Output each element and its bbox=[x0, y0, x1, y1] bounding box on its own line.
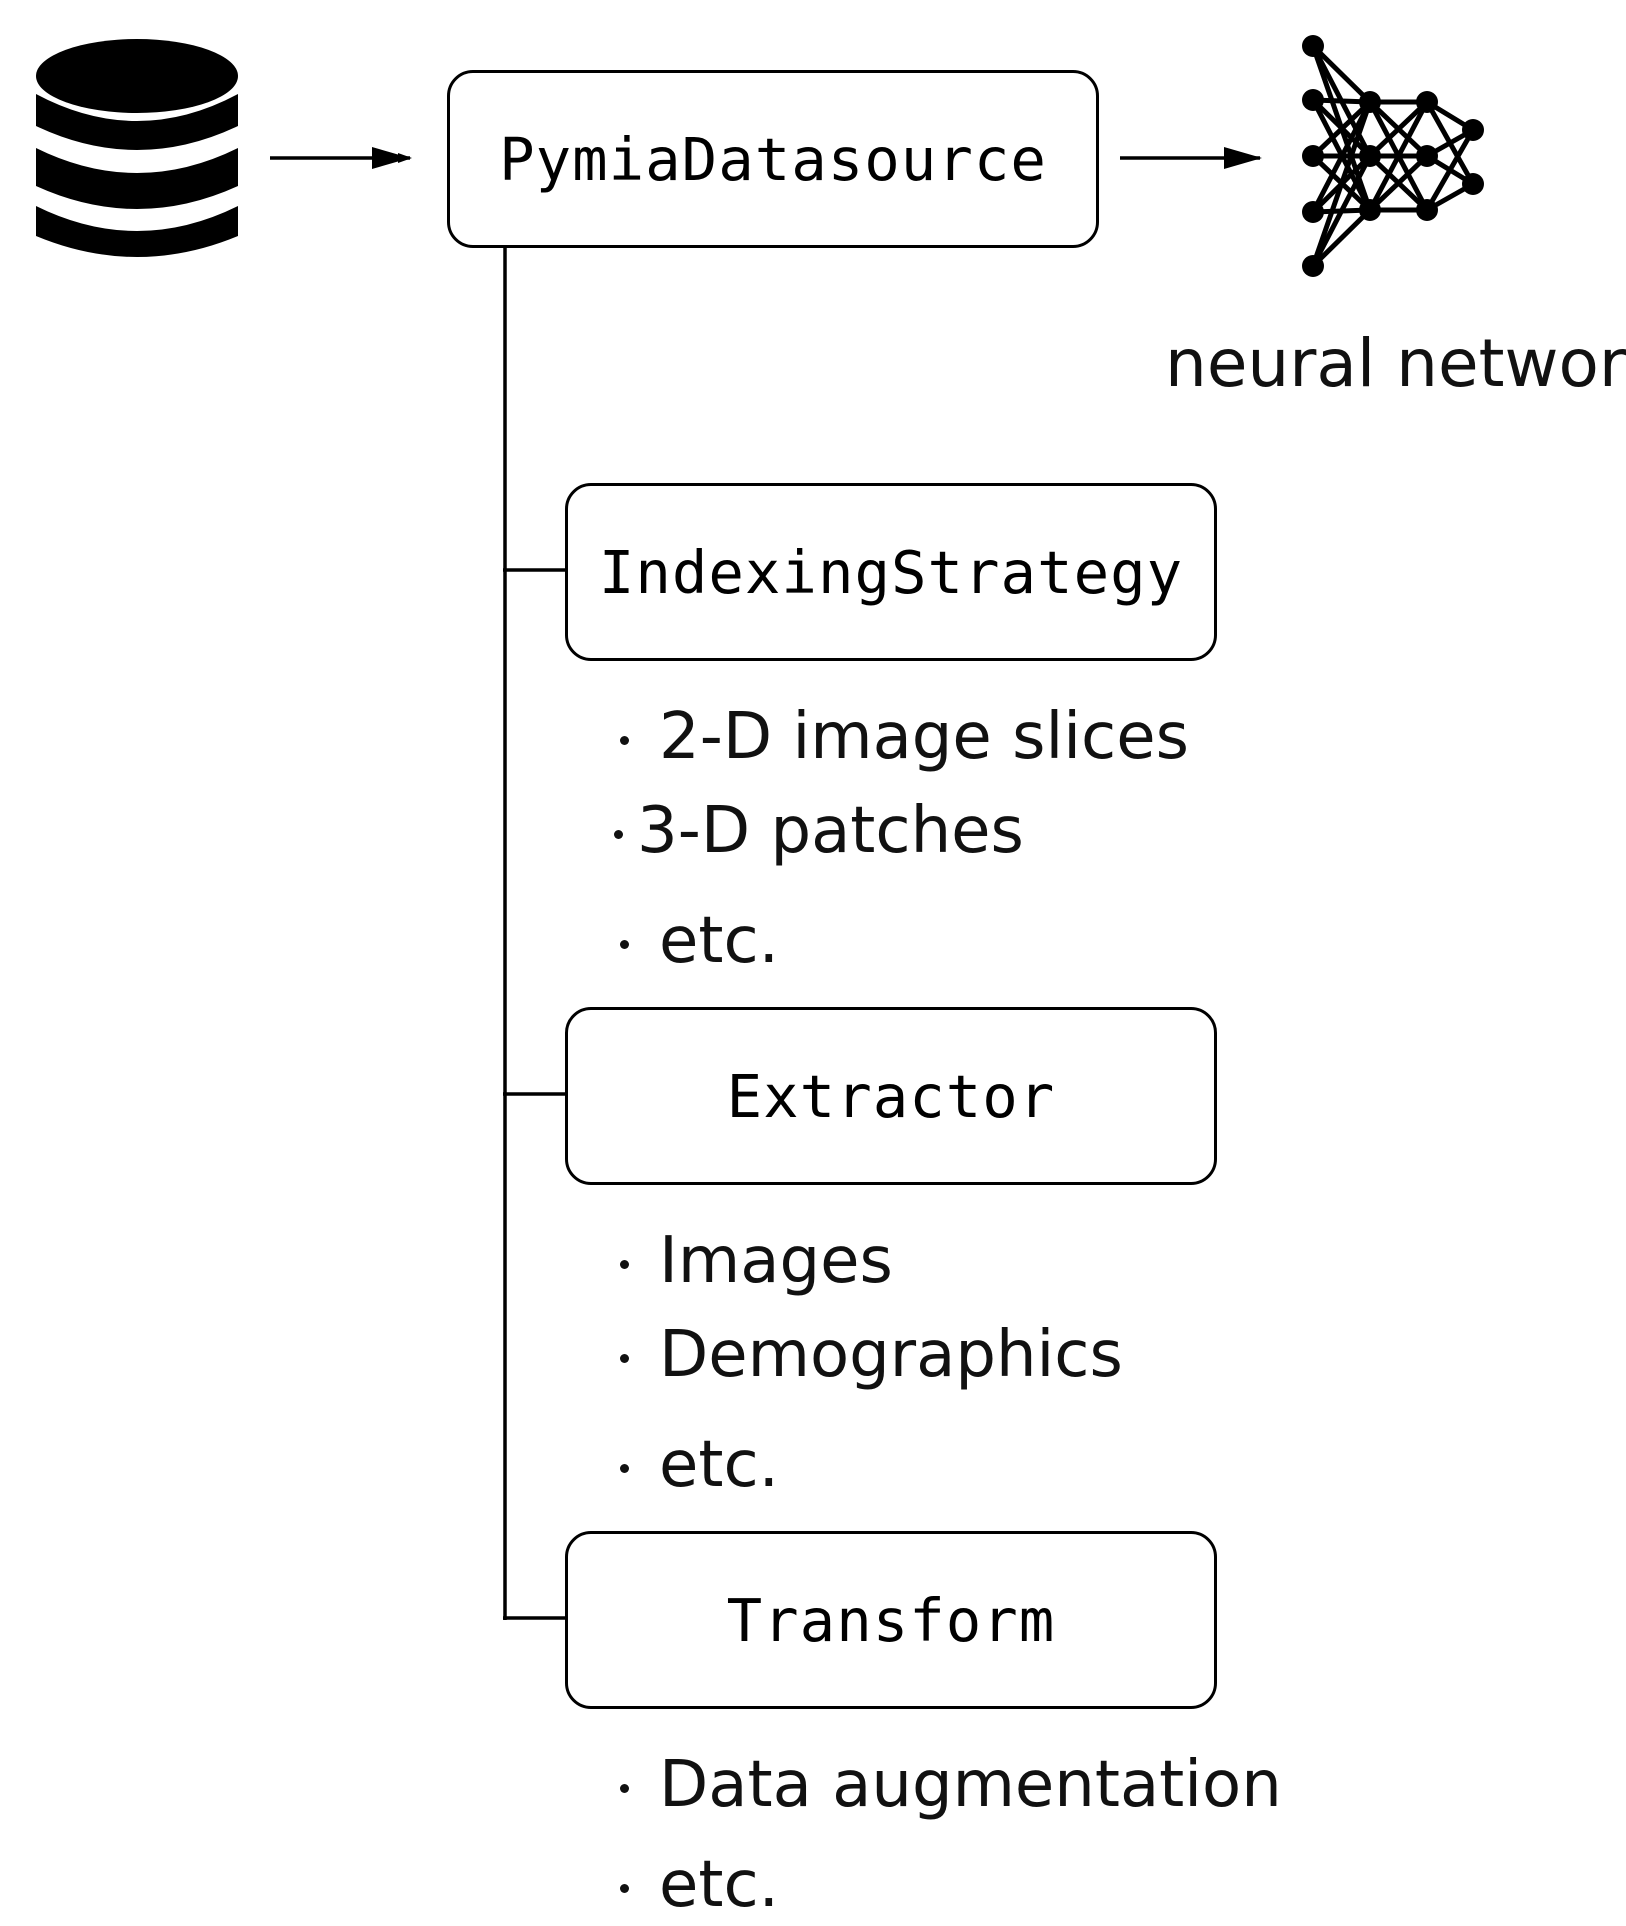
bullet-text: etc. bbox=[659, 1428, 779, 1502]
extractor-label: Extractor bbox=[726, 1061, 1056, 1131]
bullet-icon bbox=[620, 1353, 629, 1363]
bullet-text: etc. bbox=[659, 904, 779, 978]
list-item: 3-D patches bbox=[614, 794, 1024, 868]
list-item: etc. bbox=[620, 1848, 779, 1922]
database-icon bbox=[36, 39, 238, 257]
transform-box: Transform bbox=[565, 1531, 1217, 1709]
indexing-strategy-label: IndexingStrategy bbox=[598, 537, 1184, 607]
bullet-icon bbox=[620, 1783, 629, 1793]
list-item: Images bbox=[620, 1224, 893, 1298]
list-item: Demographics bbox=[620, 1318, 1123, 1392]
transform-label: Transform bbox=[726, 1585, 1056, 1655]
bullet-icon bbox=[614, 829, 623, 839]
network-caption: neural network bbox=[1165, 325, 1626, 402]
arrow-head-2 bbox=[1224, 147, 1262, 169]
indexing-strategy-box: IndexingStrategy bbox=[565, 483, 1217, 661]
bullet-text: 2-D image slices bbox=[659, 700, 1189, 774]
bullet-icon bbox=[620, 1259, 629, 1269]
neural-network-icon bbox=[1302, 35, 1484, 277]
bullet-icon bbox=[620, 735, 629, 745]
list-item: etc. bbox=[620, 904, 779, 978]
list-item: etc. bbox=[620, 1428, 779, 1502]
bullet-icon bbox=[620, 939, 629, 949]
bullet-text: 3-D patches bbox=[637, 794, 1024, 868]
bullet-text: Data augmentation bbox=[659, 1748, 1282, 1822]
list-item: Data augmentation bbox=[620, 1748, 1282, 1822]
bullet-icon bbox=[620, 1883, 629, 1893]
extractor-box: Extractor bbox=[565, 1007, 1217, 1185]
bullet-text: Images bbox=[659, 1224, 893, 1298]
list-item: 2-D image slices bbox=[620, 700, 1189, 774]
bullet-text: Demographics bbox=[659, 1318, 1123, 1392]
arrow-head-1 bbox=[372, 147, 410, 169]
bullet-text: etc. bbox=[659, 1848, 779, 1922]
datasource-box: PymiaDatasource bbox=[447, 70, 1099, 248]
datasource-label: PymiaDatasource bbox=[499, 124, 1047, 194]
bullet-icon bbox=[620, 1463, 629, 1473]
